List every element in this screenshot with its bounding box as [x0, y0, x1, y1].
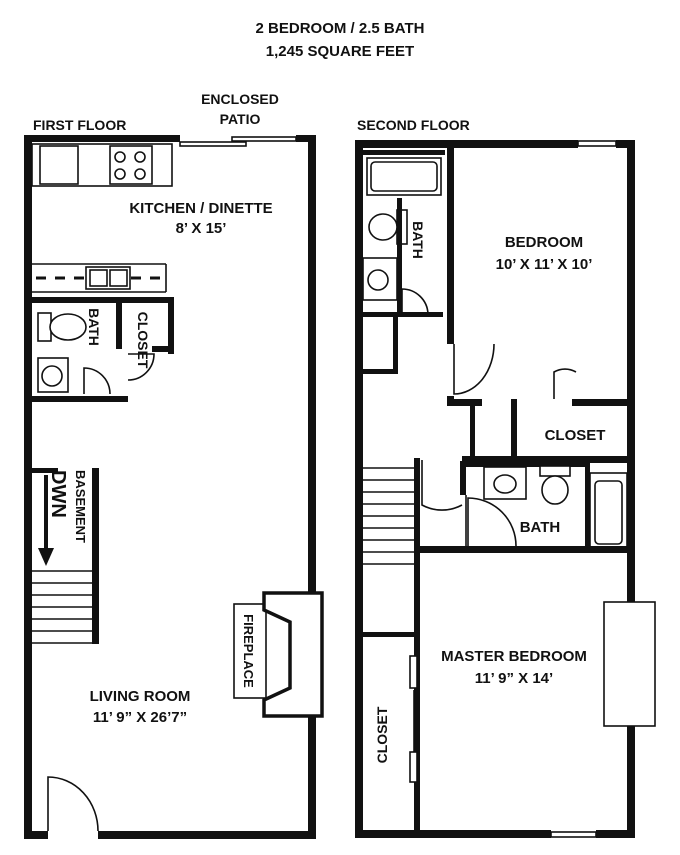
refrigerator-icon — [39, 145, 79, 185]
toilet-icon — [49, 313, 87, 341]
upper-bath — [362, 150, 445, 317]
middle-closet-label: CLOSET — [545, 427, 606, 444]
lower-bath — [420, 460, 635, 553]
living-room-name: LIVING ROOM — [90, 688, 191, 705]
bedroom-name: BEDROOM — [505, 234, 583, 251]
living-room-size: 11’ 9” X 26’7” — [93, 709, 187, 726]
kitchen-size: 8’ X 15’ — [176, 220, 227, 237]
basement-stairs — [32, 468, 99, 644]
second-floor-exterior-walls — [355, 140, 635, 838]
bedroom — [447, 148, 635, 406]
master-bedroom-name: MASTER BEDROOM — [441, 648, 587, 665]
upper-bath-label: BATH — [410, 221, 426, 259]
master-closet-doors — [409, 655, 418, 783]
burner-icon — [114, 168, 126, 180]
master-window-bay — [603, 601, 656, 727]
half-bath-label: BATH — [86, 308, 102, 346]
toilet-tank-icon — [37, 312, 52, 342]
first-floor: FIRST FLOOR ENCLOSED PATIO KITCHEN — [24, 91, 324, 839]
bedroom-door-swing — [453, 343, 495, 395]
toilet-icon — [368, 213, 398, 241]
second-floor-label: SECOND FLOOR — [357, 117, 470, 133]
entry-door-swing — [47, 776, 99, 832]
toilet-tank-icon — [539, 465, 571, 477]
window-icon — [577, 140, 617, 147]
closet-door-swing — [127, 353, 155, 381]
patio-sliding-door — [179, 136, 297, 147]
hall-door-swing — [421, 460, 463, 511]
bedroom-size: 10’ X 11’ X 10’ — [496, 256, 593, 273]
fireplace — [233, 591, 324, 718]
linen-closet — [363, 314, 398, 374]
patio-label-line1: ENCLOSED — [201, 91, 279, 107]
basement-label: BASEMENT — [73, 470, 88, 543]
window-icon — [550, 831, 597, 838]
stairwell — [363, 458, 420, 836]
first-floor-half-bath — [32, 297, 174, 402]
toilet-icon — [541, 475, 569, 505]
bath-door-swing — [401, 288, 429, 315]
plan-subtitle: 1,245 SQUARE FEET — [266, 43, 414, 60]
second-floor: SECOND FLOOR BATH — [355, 117, 656, 838]
lower-bath-label: BATH — [520, 519, 561, 536]
burner-icon — [114, 151, 126, 163]
plan-title: 2 BEDROOM / 2.5 BATH — [256, 20, 425, 37]
first-floor-exterior-walls — [24, 135, 316, 839]
burner-icon — [134, 168, 146, 180]
bedroom-closet-door-swing — [553, 368, 577, 399]
bath-door-swing — [83, 367, 111, 395]
kitchen-counter — [32, 263, 167, 293]
kitchen-appliances — [31, 143, 173, 187]
kitchen-name: KITCHEN / DINETTE — [129, 200, 272, 217]
first-floor-closet-label: CLOSET — [135, 312, 151, 369]
burner-icon — [134, 151, 146, 163]
master-bedroom-size: 11’ 9” X 14’ — [475, 670, 553, 687]
down-label: DWN — [47, 470, 69, 518]
master-closet-label: CLOSET — [374, 706, 390, 763]
middle-closet — [462, 399, 635, 463]
hearth-icon — [262, 591, 324, 718]
patio-label-line2: PATIO — [220, 111, 261, 127]
fireplace-label: FIREPLACE — [241, 614, 256, 688]
first-floor-label: FIRST FLOOR — [33, 117, 126, 133]
lower-bath-door-swing — [467, 497, 517, 547]
